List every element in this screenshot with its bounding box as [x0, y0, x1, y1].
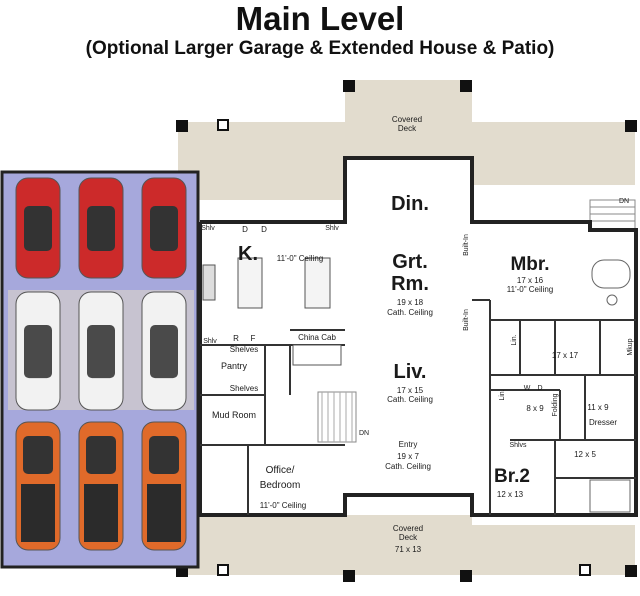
covered-deck-top: [178, 80, 635, 220]
office-label: Office/: [266, 465, 295, 476]
tub: [591, 259, 631, 289]
orange-truck-icon: [141, 421, 187, 551]
br2-dims: 12 x 13: [497, 490, 524, 499]
lin-1: Lin.: [511, 334, 518, 345]
laundry-dims: 8 x 9: [526, 404, 544, 413]
washer-label: W: [524, 385, 531, 392]
d2-label: D: [261, 225, 267, 234]
built-in-2: Built-In: [463, 309, 470, 331]
red-car-icon: [78, 177, 124, 279]
patio-left: [178, 515, 345, 575]
kitchen-label: K.: [238, 243, 258, 265]
deck-top-label-2: Deck: [398, 124, 417, 133]
office-label-2: Bedroom: [260, 480, 301, 491]
f-label: F: [251, 334, 256, 343]
shlv-bottom: Shlv: [203, 338, 217, 345]
orange-truck-icon: [78, 421, 124, 551]
stairs-top-right: [589, 199, 636, 231]
deck-bottom-dims: 71 x 13: [395, 545, 422, 554]
entry-dims: 19 x 7: [397, 452, 419, 461]
r-label: R: [233, 334, 239, 343]
deck-bottom-label-2: Deck: [399, 533, 418, 542]
page-subtitle: (Optional Larger Garage & Extended House…: [85, 38, 555, 59]
mbr-label: Mbr.: [510, 254, 549, 275]
shlv-left: Shlv: [201, 225, 215, 232]
white-suv-icon: [15, 291, 61, 411]
kitchen-ceiling: 11'-0" Ceiling: [277, 254, 323, 263]
china-cabinet: [292, 344, 342, 366]
shelves-1: Shelves: [230, 345, 258, 354]
dresser-label: Dresser: [589, 418, 617, 427]
mbr-dims: 17 x 16: [517, 276, 544, 285]
dryer-label: D: [537, 385, 542, 392]
interior-walls: [200, 299, 636, 515]
white-suv-icon: [141, 291, 187, 411]
exterior-walls: [198, 156, 638, 517]
shelves-2: Shelves: [230, 384, 258, 393]
grt-label: Grt.: [392, 251, 428, 273]
orange-truck-icon: [15, 421, 61, 551]
bath-2-dims: 12 x 5: [574, 450, 596, 459]
pantry-label: Pantry: [221, 361, 248, 371]
core-floor: [345, 160, 472, 495]
deck-bottom-label: Covered: [393, 524, 423, 533]
closet-1-dims: 17 x 17: [552, 351, 579, 360]
mbr-toilet: [606, 294, 618, 306]
office-ceiling: 11'-0" Ceiling: [260, 501, 306, 510]
built-in-1: Built-In: [463, 234, 470, 256]
garage-vehicles: [15, 177, 187, 551]
dn-top: DN: [619, 198, 629, 205]
dn-stair: DN: [359, 430, 369, 437]
entry-label: Entry: [399, 440, 418, 449]
br2-tub: [589, 479, 631, 513]
red-car-icon: [15, 177, 61, 279]
entry-note: Cath. Ceiling: [385, 462, 431, 471]
liv-note: Cath. Ceiling: [387, 395, 433, 404]
din-label: Din.: [391, 193, 429, 215]
kitchen-counter: [304, 257, 331, 309]
d1-label: D: [242, 225, 248, 234]
range: [202, 264, 216, 301]
grt-note: Cath. Ceiling: [387, 308, 433, 317]
shlv-right: Shlv: [325, 225, 339, 232]
mkup-label: Mkup: [627, 338, 634, 355]
br2-label: Br.2: [494, 466, 530, 487]
lin-2: Lin.: [499, 389, 506, 400]
patio-right: [472, 525, 635, 575]
red-car-icon: [141, 177, 187, 279]
china-cab-label: China Cab: [298, 333, 336, 342]
white-suv-icon: [78, 291, 124, 411]
grt-label-2: Rm.: [391, 273, 429, 295]
folding-label: Folding: [552, 393, 559, 416]
interior-stairs: [317, 391, 357, 443]
liv-dims: 17 x 15: [397, 386, 424, 395]
closet-2-dims: 11 x 9: [587, 403, 609, 412]
liv-label: Liv.: [394, 361, 427, 383]
shlvs-label: Shlvs: [509, 442, 527, 449]
mud-room-label: Mud Room: [212, 410, 256, 420]
deck-top-label: Covered: [392, 115, 422, 124]
grt-dims: 19 x 18: [397, 298, 424, 307]
mbr-ceiling: 11'-0" Ceiling: [507, 285, 553, 294]
kitchen-island: [237, 257, 263, 309]
page-title: Main Level: [235, 0, 405, 37]
